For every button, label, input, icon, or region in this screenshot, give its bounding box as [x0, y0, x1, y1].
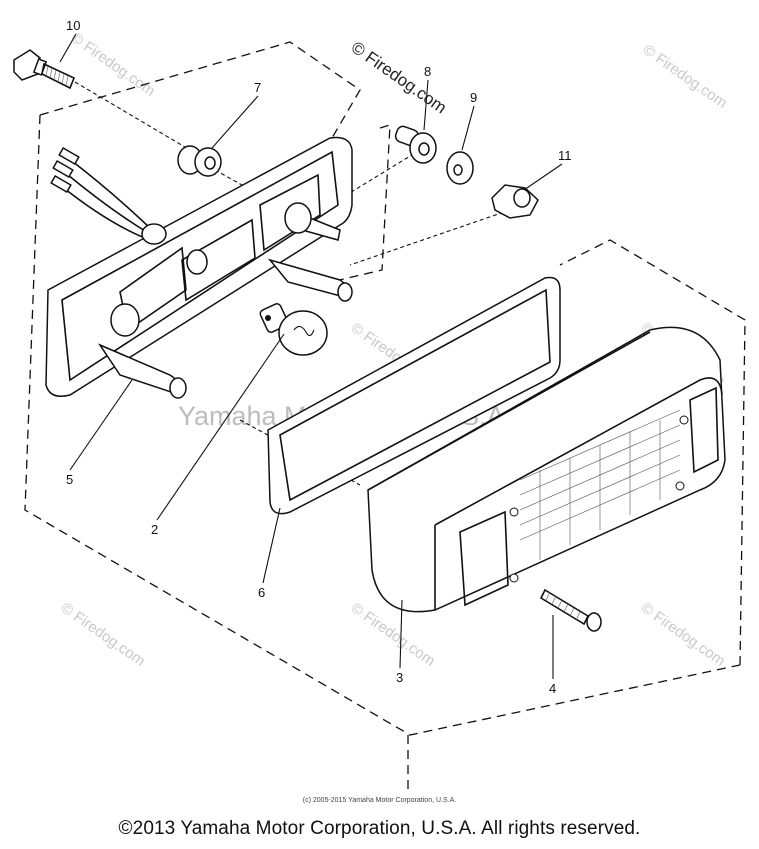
- callout-6: 6: [258, 585, 265, 600]
- watermark-tile: © Firedog.com: [58, 599, 149, 669]
- callout-labels: 10 7 8 9 11 5 2 6 3 4: [66, 18, 572, 696]
- screw-4[interactable]: [539, 588, 602, 632]
- watermark-tile: © Firedog.com: [640, 41, 731, 111]
- spacer-8[interactable]: [394, 125, 437, 164]
- callout-3: 3: [396, 670, 403, 685]
- lens-3[interactable]: [367, 326, 726, 613]
- watermark-tile: © Firedog.com: [638, 599, 729, 669]
- assembly-boundary: [24, 41, 746, 795]
- watermark-top: © Firedog.com: [348, 38, 450, 118]
- copyright-footer: ©2013 Yamaha Motor Corporation, U.S.A. A…: [118, 818, 641, 839]
- callout-10: 10: [66, 18, 80, 33]
- callout-7: 7: [254, 80, 261, 95]
- grommet-7[interactable]: [177, 145, 222, 177]
- callout-8: 8: [424, 64, 431, 79]
- copyright-small: (c) 2005-2015 Yamaha Motor Corporation, …: [302, 797, 457, 804]
- callout-11: 11: [558, 148, 572, 163]
- gasket-6[interactable]: [267, 276, 561, 515]
- callout-2: 2: [151, 522, 158, 537]
- bulb-2[interactable]: [259, 302, 328, 356]
- callout-9: 9: [470, 90, 477, 105]
- callout-5: 5: [66, 472, 73, 487]
- washer-9[interactable]: [446, 151, 474, 185]
- callout-4: 4: [549, 681, 556, 696]
- nut-11[interactable]: [491, 184, 539, 219]
- leader-lines: [59, 33, 563, 679]
- bolt-10[interactable]: [13, 49, 76, 90]
- lamp-base-5[interactable]: [45, 136, 353, 399]
- watermark-tile: © Firedog.com: [68, 29, 159, 99]
